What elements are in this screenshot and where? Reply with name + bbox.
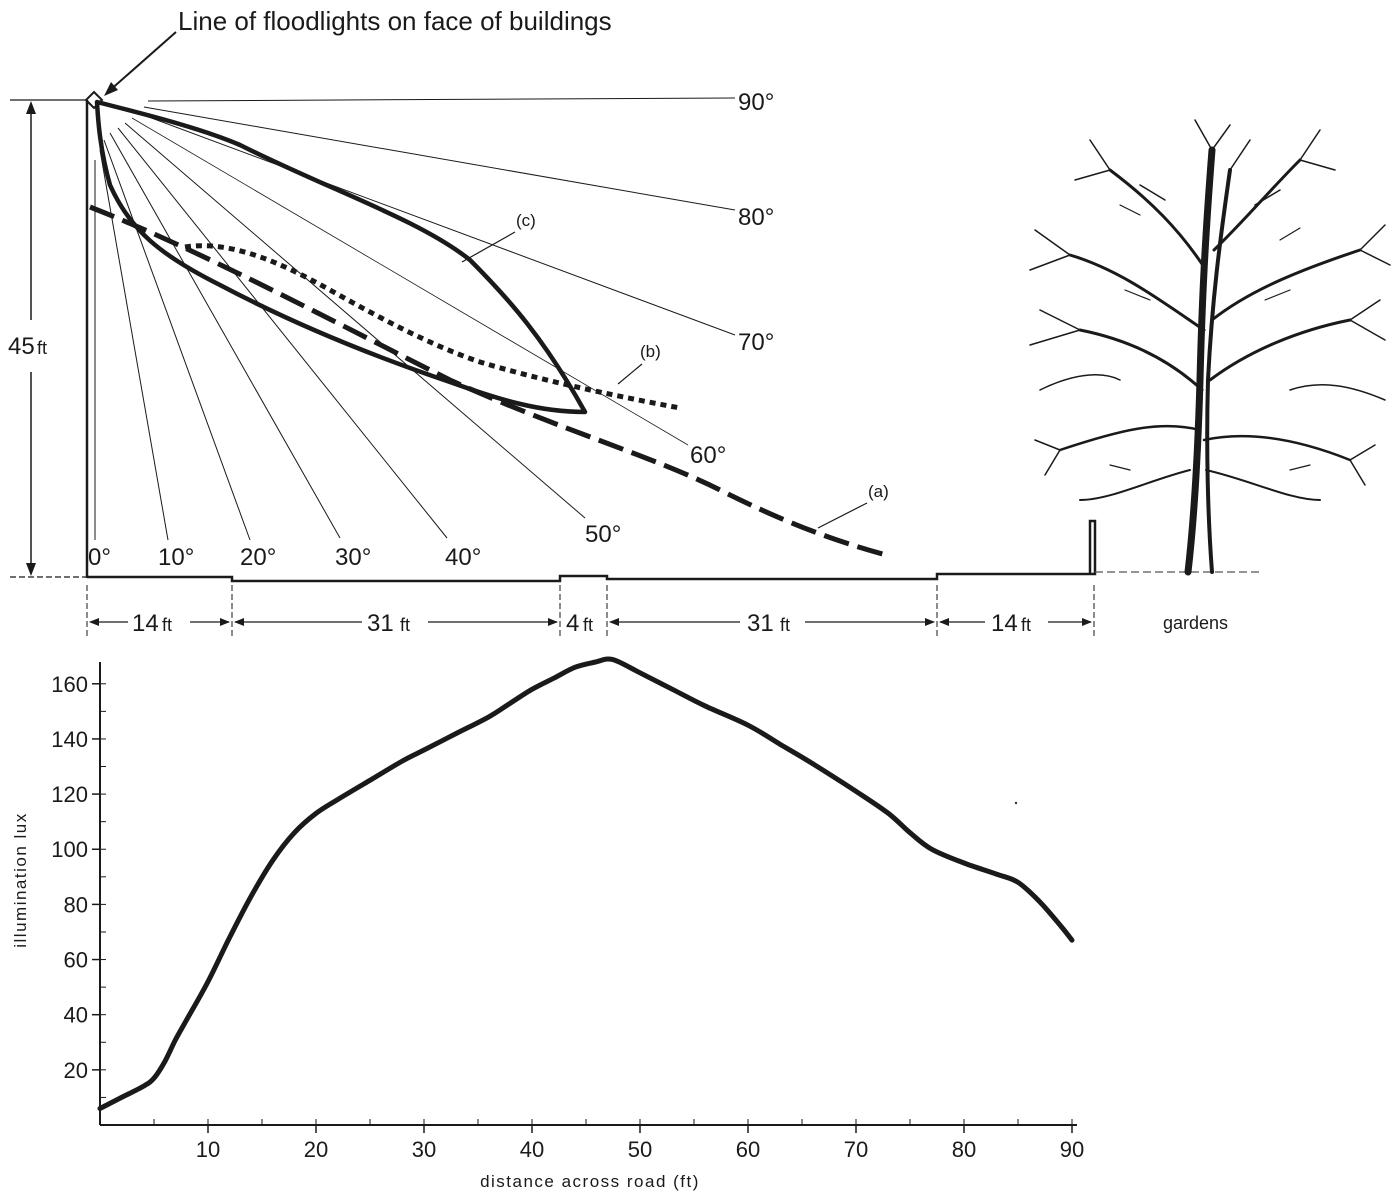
- ray-40: [117, 127, 448, 539]
- x-tick-label: 90: [1060, 1137, 1084, 1162]
- cross-section-diagram: Line of floodlights on face of buildings…: [8, 6, 1391, 638]
- illumination-chart: 20 40 60 80 100 120 140 160 10 20 30 40 50 60 70 80 90 d…: [11, 656, 1084, 1191]
- ray-30: [109, 132, 341, 539]
- segment-3-value: 4: [566, 610, 579, 637]
- segment-dimension-arrows: [89, 618, 1092, 626]
- y-tick-label: 60: [64, 948, 88, 973]
- ray-60: [131, 117, 689, 446]
- illumination-series-line: [97, 656, 1075, 1111]
- y-tick-label: 140: [51, 727, 88, 752]
- segment-3-unit: ft: [583, 615, 593, 635]
- speck: [1014, 801, 1018, 805]
- ray-70: [137, 112, 736, 336]
- y-tick-label: 120: [51, 782, 88, 807]
- x-tick-label: 50: [628, 1137, 652, 1162]
- x-tick-label: 30: [412, 1137, 436, 1162]
- curve-c-label: (c): [516, 211, 536, 230]
- x-tick-label: 70: [844, 1137, 868, 1162]
- gardens-label: gardens: [1163, 613, 1228, 633]
- height-arrow-down: [26, 563, 36, 576]
- y-tick-label: 160: [51, 672, 88, 697]
- title-pointer-arrowhead: [104, 82, 118, 96]
- segment-5-unit: ft: [1021, 615, 1031, 635]
- angle-rays: [94, 97, 736, 541]
- segment-5-value: 14: [991, 610, 1018, 637]
- angle-label-0: 0°: [88, 544, 111, 571]
- angle-label-10: 10°: [158, 544, 194, 571]
- ray-20: [103, 139, 251, 541]
- curve-c: [94, 99, 588, 415]
- height-arrow-up: [26, 101, 36, 114]
- y-tick-label: 80: [64, 892, 88, 917]
- segment-2-value: 31: [367, 610, 394, 637]
- angle-label-80: 80°: [738, 204, 774, 231]
- ray-80: [143, 106, 736, 211]
- angle-label-40: 40°: [445, 544, 481, 571]
- x-axis-title: distance across road (ft): [480, 1172, 700, 1191]
- y-axis-title: illumination lux: [11, 812, 30, 948]
- chart-lines: [97, 656, 1075, 1111]
- angle-label-90: 90°: [738, 89, 774, 116]
- curve-b-pointer: [617, 363, 643, 385]
- chart-ticks: 20 40 60 80 100 120 140 160 10 20 30 40 50 60 70 80 90: [51, 672, 1084, 1162]
- curve-b-label: (b): [640, 342, 661, 361]
- curve-a-label: (a): [868, 482, 889, 501]
- angle-label-30: 30°: [335, 544, 371, 571]
- ray-90: [147, 97, 736, 102]
- segment-1-unit: ft: [162, 615, 172, 635]
- x-tick-label: 10: [196, 1137, 220, 1162]
- segment-1-value: 14: [132, 610, 159, 637]
- tree-illustration: [1029, 119, 1391, 576]
- y-tick-label: 20: [64, 1058, 88, 1083]
- curve-a: [89, 204, 891, 559]
- floodlight-icon: [84, 90, 104, 110]
- height-value: 45: [8, 333, 35, 360]
- x-tick-label: 80: [952, 1137, 976, 1162]
- x-tick-label: 60: [736, 1137, 760, 1162]
- chart-axes: [99, 662, 1077, 1126]
- angle-label-20: 20°: [240, 544, 276, 571]
- ray-10: [99, 149, 169, 541]
- x-tick-label: 40: [520, 1137, 544, 1162]
- diagram-title: Line of floodlights on face of buildings: [178, 6, 612, 36]
- curve-a-pointer: [817, 502, 868, 529]
- y-tick-label: 40: [64, 1003, 88, 1028]
- segment-4-value: 31: [747, 610, 774, 637]
- angle-label-60: 60°: [690, 442, 726, 469]
- x-tick-label: 20: [304, 1137, 328, 1162]
- angle-label-70: 70°: [738, 329, 774, 356]
- curve-b: [184, 243, 681, 411]
- ray-50: [124, 122, 586, 519]
- title-pointer-line: [107, 31, 177, 93]
- y-tick-label: 100: [51, 837, 88, 862]
- curve-c-pointer: [461, 231, 516, 263]
- segment-4-unit: ft: [780, 615, 790, 635]
- angle-label-50: 50°: [585, 521, 621, 548]
- road-profile: [87, 519, 1097, 583]
- height-unit: ft: [37, 338, 47, 358]
- segment-2-unit: ft: [400, 615, 410, 635]
